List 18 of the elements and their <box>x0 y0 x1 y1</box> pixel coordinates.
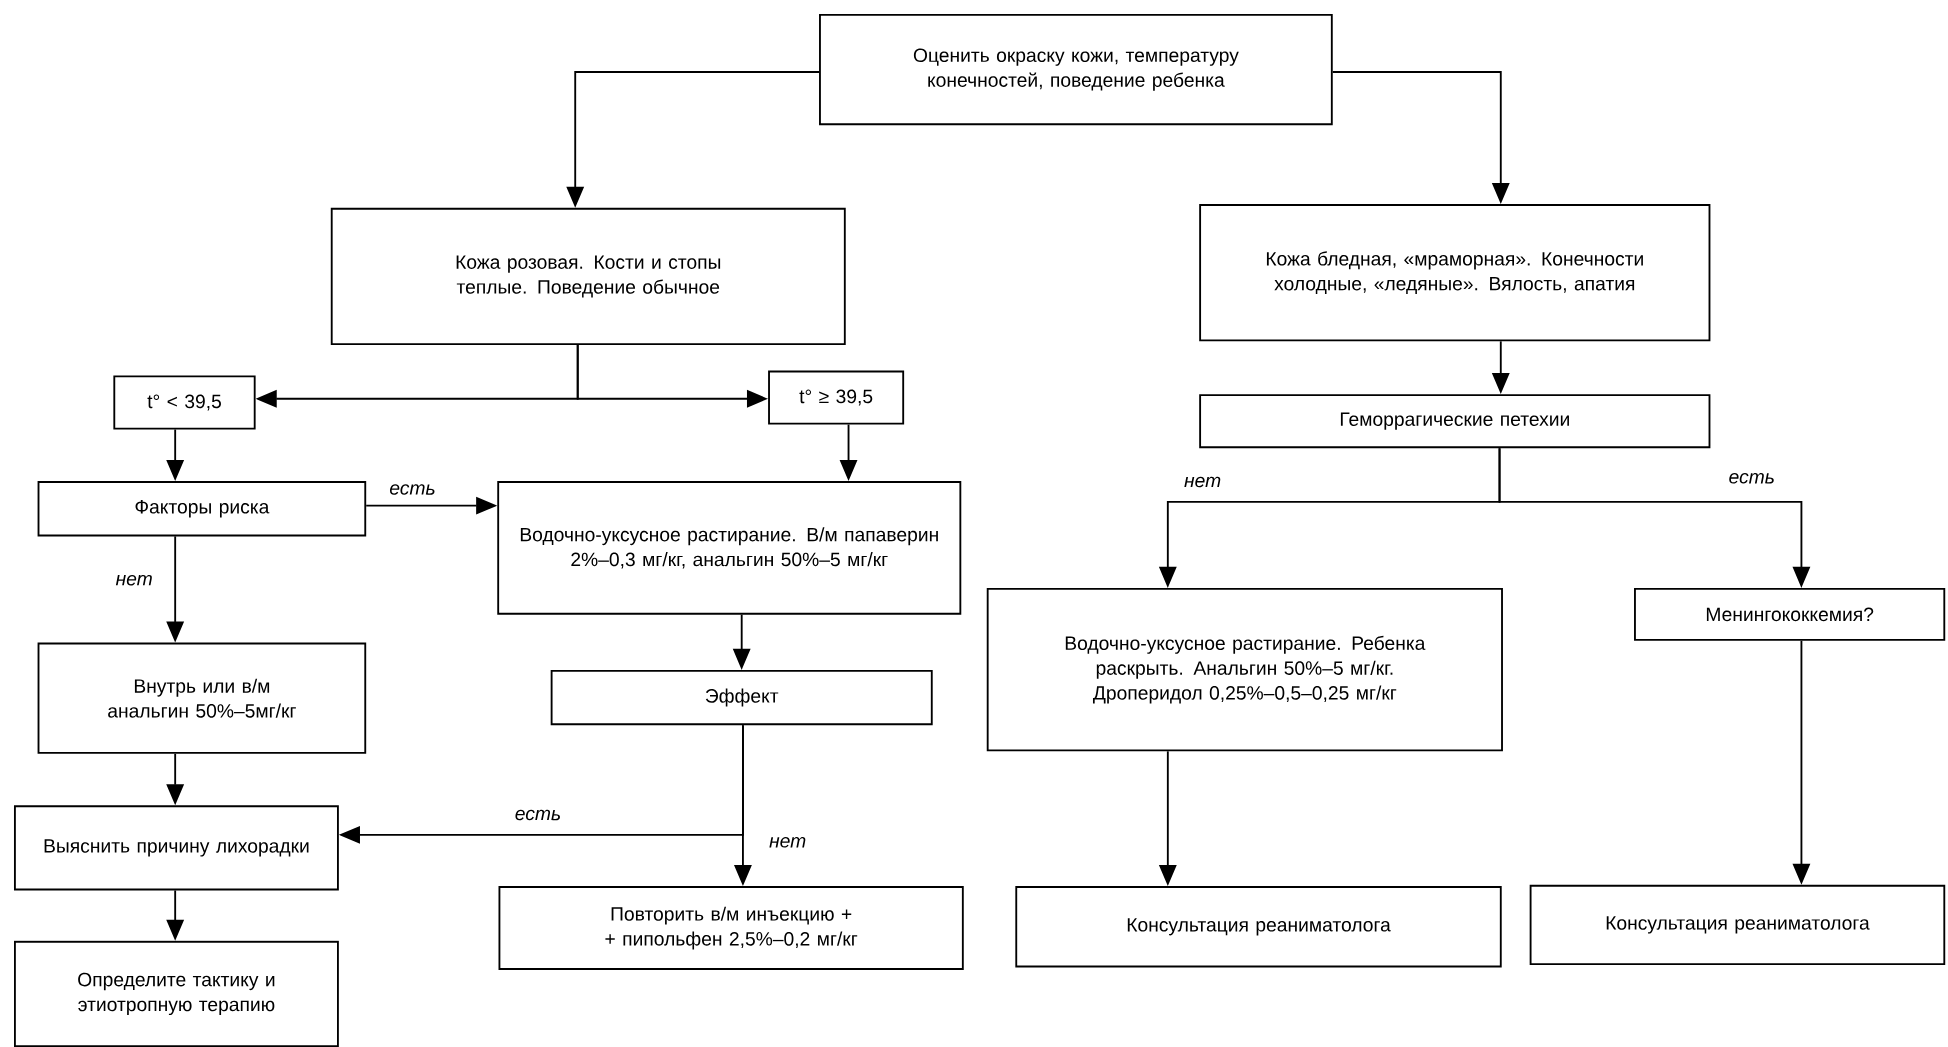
process-box: t° ≥ 39,5 <box>768 370 905 425</box>
process-box: Повторить в/м инъекцию + + пипольфен 2,5%–0,2 мг/кг <box>498 885 964 970</box>
process-box: Консультация реаниматолога <box>1015 885 1502 968</box>
process-box: Кожа розовая. Кости и стопы теплые. Поведение обычное <box>330 207 846 345</box>
process-box: Факторы риска <box>37 480 367 537</box>
process-box: Кожа бледная, «мраморная». Конечности холодные, «ледяные». Вялость, апатия <box>1199 203 1711 342</box>
process-box: Консультация реаниматолога <box>1529 884 1946 965</box>
process-box: Водочно-уксусное растирание. В/м папаверин 2%–0,3 мг/кг, анальгин 50%–5 мг/кг <box>497 480 962 615</box>
process-box: t° < 39,5 <box>113 375 256 430</box>
process-box: Эффект <box>550 669 933 726</box>
process-box: Геморрагические петехии <box>1199 394 1711 449</box>
process-box: Определите тактику и этиотропную терапию <box>14 940 339 1047</box>
process-box: Водочно-уксусное растирание. Ребенка раскрыть. Анальгин 50%–5 мг/кг. Дроперидол 0,25%–0,5–0,25 мг/кг <box>986 587 1503 752</box>
edge-label: есть <box>513 808 563 822</box>
process-box: Внутрь или в/м анальгин 50%–5мг/кг <box>37 642 367 754</box>
process-box: Выяснить причину лихорадки <box>14 805 339 891</box>
process-box: Менингококкемия? <box>1634 587 1946 641</box>
process-box: Оценить окраску кожи, температуру конечностей, поведение ребенка <box>819 13 1333 126</box>
